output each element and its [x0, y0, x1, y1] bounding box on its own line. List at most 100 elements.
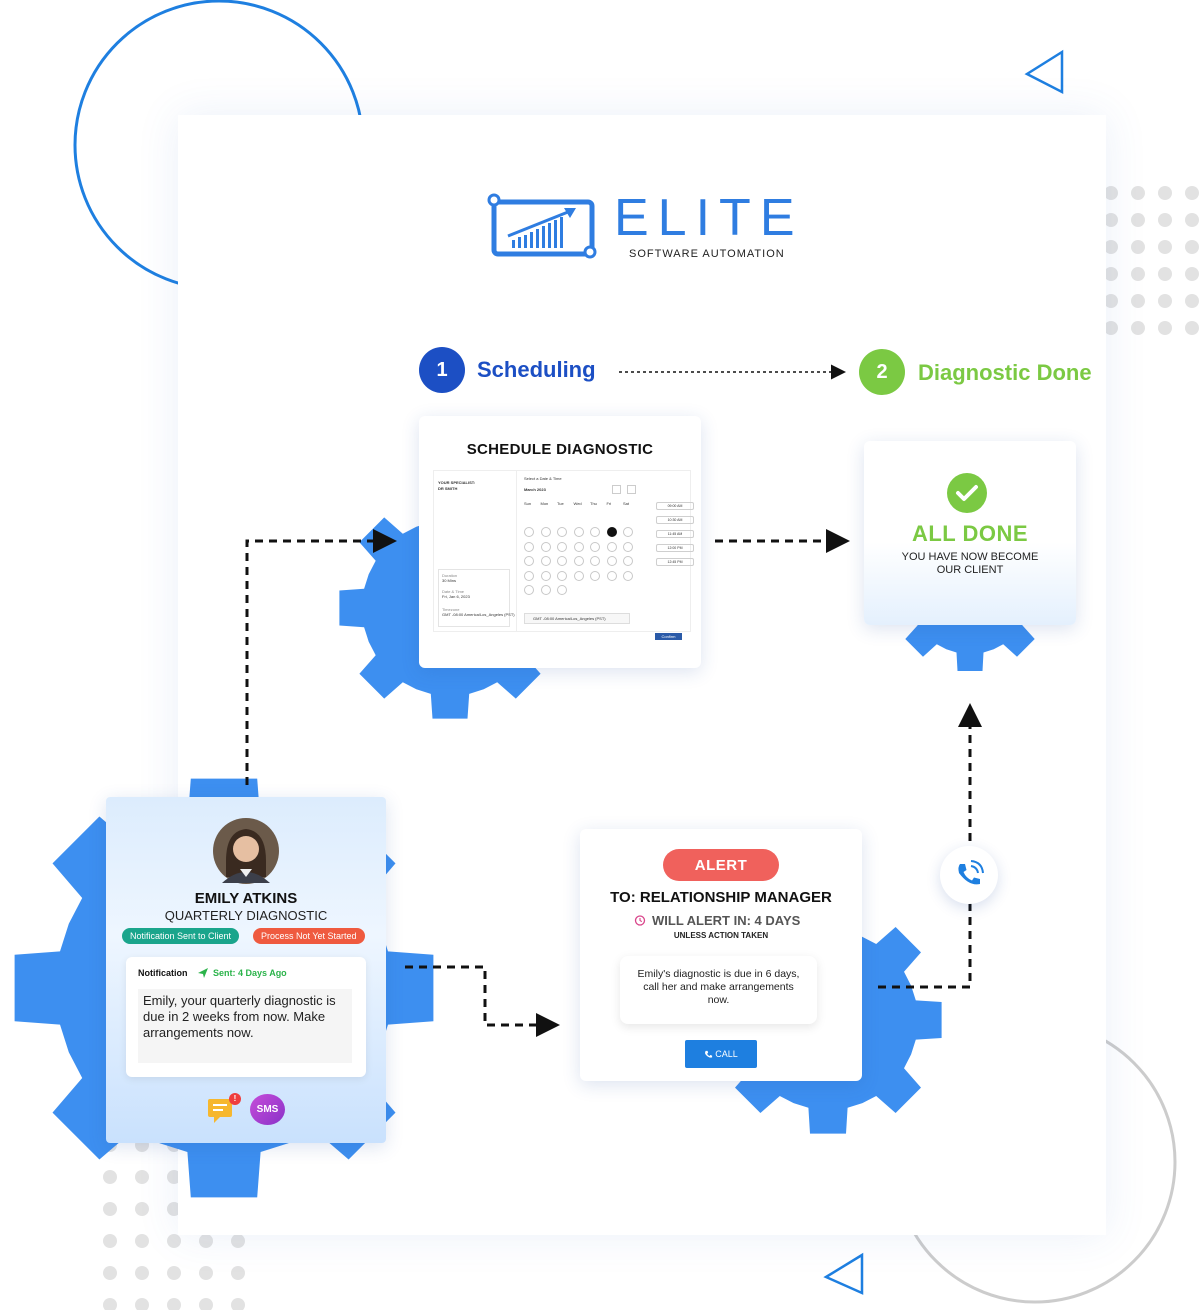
calendar-day[interactable]: [557, 527, 567, 537]
weekday-label: Thu: [590, 501, 597, 506]
calendar-day-selected[interactable]: [606, 527, 617, 537]
calendar-day[interactable]: [540, 541, 551, 552]
step-1-label: Scheduling: [477, 357, 596, 382]
will-alert-text: WILL ALERT IN: 4 DAYS: [652, 913, 801, 928]
calendar-day[interactable]: [573, 556, 584, 566]
calendar-day[interactable]: [623, 556, 633, 566]
calendar-day[interactable]: [623, 541, 633, 552]
calendar-day[interactable]: [524, 556, 534, 566]
notification-message: Emily, your quarterly diagnostic is due …: [143, 993, 336, 1040]
decor-dot: [1158, 240, 1172, 254]
time-slot[interactable]: 11:45 AM: [656, 530, 694, 538]
calendar-day[interactable]: [590, 570, 600, 581]
notification-label: Notification: [138, 968, 188, 978]
elite-logo-icon: [487, 193, 597, 259]
calendar-day[interactable]: [557, 541, 567, 552]
decor-dot: [1131, 213, 1145, 227]
decor-dot: [135, 1170, 149, 1184]
time-slot[interactable]: 10:30 AM: [656, 516, 694, 524]
unless-text: UNLESS ACTION TAKEN: [673, 931, 769, 940]
all-done-title: ALL DONE: [911, 521, 1029, 546]
decor-dot: [1158, 213, 1172, 227]
decor-dot: [1104, 186, 1118, 200]
decor-dot: [1185, 186, 1199, 200]
decor-dot: [1131, 267, 1145, 281]
time-slot[interactable]: 12:45 PM: [656, 558, 694, 566]
alert-message-box: Emily's diagnostic is due in 6 days, cal…: [620, 956, 817, 1024]
specialist-label: YOUR SPECIALIST:: [438, 480, 476, 485]
send-icon: [198, 968, 208, 978]
client-card: EMILY ATKINS QUARTERLY DIAGNOSTIC Notifi…: [106, 797, 386, 1143]
client-name: EMILY ATKINS: [194, 890, 298, 907]
alert-to: TO: RELATIONSHIP MANAGER: [610, 889, 832, 906]
decor-dot: [1185, 213, 1199, 227]
brand-name: ELITE: [614, 189, 804, 247]
calendar-day[interactable]: [590, 527, 600, 537]
calendar-day[interactable]: [540, 527, 551, 537]
decor-dot: [1185, 321, 1199, 335]
calendar-day[interactable]: [590, 556, 600, 566]
calendar-day[interactable]: [623, 527, 633, 537]
time-slot[interactable]: 12:00 PM: [656, 544, 694, 552]
calendar-day[interactable]: [524, 570, 534, 581]
calendar-day[interactable]: [606, 556, 617, 566]
decor-dot: [167, 1234, 181, 1248]
calendar-day[interactable]: [557, 570, 567, 581]
calendar-day[interactable]: [573, 570, 584, 581]
decor-dot: [1185, 240, 1199, 254]
calendar-day[interactable]: [540, 556, 551, 566]
decor-dot: [199, 1234, 213, 1248]
calendar-day[interactable]: [524, 541, 534, 552]
decor-dot: [1131, 321, 1145, 335]
timezone-value: GMT -08:00 America/Los_Angeles (PST): [442, 612, 515, 617]
weekday-label: Fri: [606, 501, 612, 506]
call-label: CALL: [715, 1049, 738, 1059]
calendar-day[interactable]: [540, 585, 551, 595]
calendar-day[interactable]: [524, 527, 534, 537]
weekday-label: Sat: [623, 501, 630, 506]
badge-notification-sent: Notification Sent to Client: [122, 928, 240, 944]
decor-dot: [103, 1298, 117, 1310]
step-1-number: 1: [419, 347, 465, 393]
client-avatar: [213, 818, 279, 884]
timezone-select[interactable]: GMT -08:00 America/Los_Angeles (PST): [524, 613, 630, 624]
decor-dot: [135, 1266, 149, 1280]
sent-label: Sent: 4 Days Ago: [213, 968, 287, 978]
decor-dot: [1104, 321, 1118, 335]
weekday-label: Mon: [540, 501, 549, 506]
decor-dot: [1104, 294, 1118, 308]
booking-details: Duration 30 Mins Date & Time Fri, Jan 6,…: [438, 569, 515, 627]
calendar-day[interactable]: [606, 570, 617, 581]
weekday-label: Wed: [573, 501, 582, 506]
duration-value: 30 Mins: [442, 578, 457, 583]
calendar-day[interactable]: [524, 585, 534, 595]
calendar-day[interactable]: [573, 541, 584, 552]
phone-icon: [705, 1050, 713, 1058]
timezone-label: Timezone: [442, 607, 460, 612]
decor-dot: [1131, 294, 1145, 308]
calendar-day[interactable]: [573, 527, 584, 537]
decor-dot: [1104, 240, 1118, 254]
calendar-day[interactable]: [557, 556, 567, 566]
alert-card: ALERT TO: RELATIONSHIP MANAGER WILL ALER…: [580, 829, 862, 1081]
confirm-button[interactable]: Confirm: [655, 633, 682, 640]
decor-dot: [1158, 321, 1172, 335]
weekday-label: Sun: [524, 501, 532, 506]
prev-month-button[interactable]: [612, 485, 621, 494]
call-button[interactable]: CALL: [685, 1040, 757, 1068]
calendar-day[interactable]: [590, 541, 600, 552]
time-slot[interactable]: 09:00 AM: [656, 502, 694, 510]
decor-dot: [231, 1266, 245, 1280]
decor-dot: [1104, 213, 1118, 227]
calendar-day[interactable]: [606, 541, 617, 552]
step-2-label: Diagnostic Done: [918, 360, 1092, 385]
decor-dot: [231, 1298, 245, 1310]
notification-box: Notification Sent: 4 Days Ago Emily, you…: [126, 957, 366, 1077]
calendar-day[interactable]: [557, 585, 567, 595]
timezone-select-value: GMT -08:00 America/Los_Angeles (PST): [533, 616, 606, 621]
next-month-button[interactable]: [627, 485, 636, 494]
decor-dot: [1185, 267, 1199, 281]
calendar-day[interactable]: [623, 570, 633, 581]
calendar-day[interactable]: [540, 570, 551, 581]
decor-dot: [135, 1298, 149, 1310]
